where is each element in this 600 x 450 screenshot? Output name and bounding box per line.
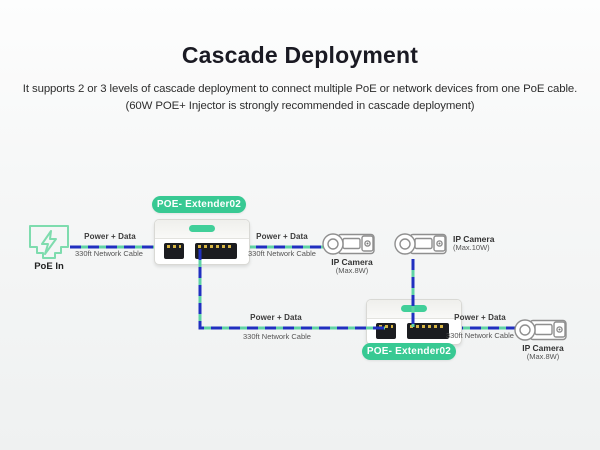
extender1-badge: POE- Extender02 (152, 196, 246, 213)
poe-in-label: PoE In (34, 261, 64, 272)
camera2-label: IP Camera (453, 234, 495, 244)
cable1-power-data-label: Power + Data (84, 232, 136, 241)
subtitle-line-2: (60W POE+ Injector is strongly recommend… (125, 100, 475, 112)
extender1-device (154, 219, 250, 265)
rj45-input-port (376, 323, 396, 339)
subtitle-line-1: It supports 2 or 3 levels of cascade dep… (22, 83, 578, 95)
rj45-output-ports (195, 243, 237, 259)
camera2-max-label: (Max.10W) (453, 243, 490, 252)
camera3-label: IP Camera (522, 343, 564, 353)
ip-camera-icon-2 (394, 231, 452, 262)
camera1-max-label: (Max.8W) (335, 266, 369, 275)
cable2-length-label: 330ft Network Cable (248, 249, 316, 258)
cable4-length-label: 330ft Network Cable (446, 331, 514, 340)
cable2-power-data-label: Power + Data (256, 232, 308, 241)
poe-in-rj45-icon (27, 224, 71, 262)
cable1-length-label: 330ft Network Cable (75, 249, 143, 258)
rj45-input-port (164, 243, 184, 259)
cable4-power-data-label: Power + Data (454, 313, 506, 322)
device-label-sticker (401, 305, 427, 312)
extender2-badge: POE- Extender02 (362, 343, 456, 360)
camera3-max-label: (Max.8W) (526, 352, 560, 361)
device-top-face (155, 220, 249, 239)
device-label-sticker (189, 225, 215, 232)
cable3-length-label: 330ft Network Cable (243, 332, 311, 341)
device-top-face (367, 300, 461, 319)
rj45-output-ports (407, 323, 449, 339)
page-title: Cascade Deployment (181, 42, 419, 68)
cable3-power-data-label: Power + Data (250, 313, 302, 322)
